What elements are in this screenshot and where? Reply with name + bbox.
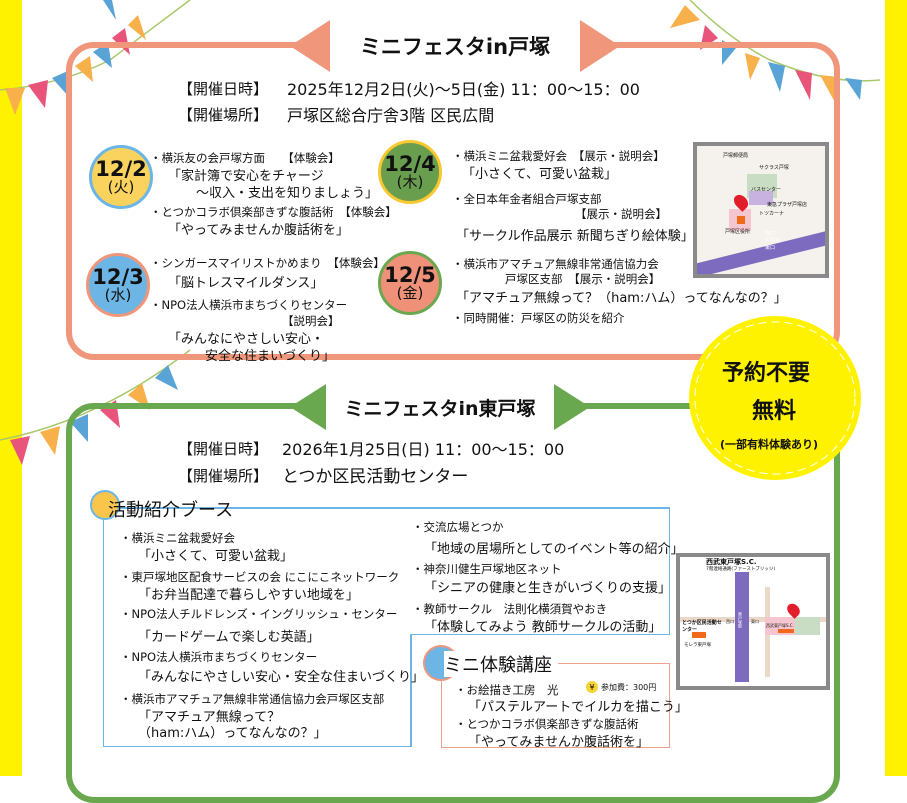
booth-title-text: 「小さくて、可愛い盆栽」: [138, 549, 293, 564]
right-yellow-border: [885, 0, 907, 776]
mini-item: ・お絵描き工房 光: [455, 683, 559, 697]
event-item: ・横浜友の会戸塚方面 【体験会】: [150, 151, 340, 165]
date-badge-12-2: 12/2(火): [89, 145, 153, 209]
map-label: 西口: [726, 619, 734, 624]
free-text: 無料: [752, 399, 797, 424]
date-value: 2025年12月2日(火)～5日(金) 11：00～15：00: [287, 80, 640, 99]
booth-item: ・交流広場とつか: [412, 520, 504, 534]
map-label: 戸塚郵便局: [723, 153, 749, 159]
map-label: 西口: [765, 231, 776, 237]
event-type: 【説明会】: [282, 314, 340, 328]
booth-title-text: 「アマチュア無線って？: [138, 710, 281, 725]
totsuka-map: 戸塚郵便局 サクラス戸塚 バスセンター 東急プラザ戸塚店 トツカーナ 戸塚区役所…: [693, 142, 829, 278]
map-label: 東口: [751, 619, 759, 624]
event-item: ・横浜市アマチュア無線非常通信協力会: [452, 257, 659, 271]
event-item: ・同時開催：戸塚区の防災を紹介: [452, 311, 625, 325]
map-label: 東戸塚駅: [738, 612, 743, 628]
date-value: 2026年1月25日(日) 11：00～15：00: [282, 440, 565, 459]
event-item: ・とつかコラボ倶楽部きずな腹話術 【体験会】: [150, 205, 397, 219]
event-item: 戸塚区支部 【展示・説明会】: [505, 272, 661, 286]
booth-title-text: 「地域の居場所としてのイベント等の紹介」: [424, 542, 684, 557]
event-type: 【展示・説明会】: [575, 207, 667, 221]
event-title: 安全な住まいづくり」: [205, 349, 336, 364]
booth-item: ・NPO法人チルドレンズ・イングリッシュ・センター: [120, 607, 398, 621]
mini-title-text: 「やってみませんか腹話術を」: [468, 735, 649, 750]
higashi-totsuka-map: 西武東戸塚S.C. 7階連絡通路(ファーストブリッジ) とつか区民活動センター …: [676, 553, 830, 690]
event-title: 「脳トレスマイルダンス」: [168, 276, 324, 291]
fee-text: 参加費：300円: [601, 683, 657, 692]
partial-fee-note: (一部有料体験あり): [720, 438, 819, 451]
booth-item: ・神奈川健生戸塚地区ネット: [412, 562, 562, 576]
booth-item: ・東戸塚地区配食サービスの会 にこにこネットワーク: [120, 570, 400, 584]
map-label: 7階連絡通路(ファーストブリッジ): [706, 567, 776, 572]
higashi-title: ミニフェスタin東戸塚: [326, 385, 554, 429]
map-label: 西武東戸塚S.C.: [766, 623, 794, 628]
date-badge-12-5: 12/5(金): [378, 251, 442, 315]
left-yellow-border: [0, 0, 22, 776]
map-label: 東急プラザ戸塚店: [767, 202, 808, 208]
title-arrows: [290, 20, 620, 72]
booth-box-right: [410, 507, 670, 635]
place-label: 【開催場所】: [178, 106, 269, 124]
map-label: サクラス戸塚: [759, 165, 789, 171]
booth-label-dot: [90, 490, 120, 520]
map-label: 戸塚駅: [765, 238, 781, 244]
place-label: 【開催場所】: [178, 467, 269, 485]
event-title: 「サークル作品展示 新聞ちぎり絵体験」: [456, 229, 694, 244]
map-label: バスセンター: [751, 187, 782, 193]
totsuka-title: ミニフェスタin戸塚: [330, 22, 580, 70]
event-title: 「アマチュア無線って？（ham:ハム）ってなんなの？」: [456, 291, 787, 306]
event-item: ・全日本年金者組合戸塚支部: [452, 192, 602, 206]
event-title: 「やってみませんか腹話術を」: [168, 223, 349, 238]
booth-item: ・横浜市アマチュア無線非常通信協力会戸塚区支部: [120, 692, 385, 706]
booth-item: ・NPO法人横浜市まちづくりセンター: [120, 650, 318, 664]
bunting-decoration: [0, 0, 881, 465]
event-item: ・NPO法人横浜市まちづくりセンター: [150, 298, 348, 312]
map-label: 西武東戸塚S.C.: [706, 558, 757, 566]
map-label: トツカーナ: [759, 211, 785, 217]
booth-title: 活動紹介ブース: [108, 500, 234, 521]
mini-title-text: 「パステルアートでイルカを描こう」: [468, 700, 688, 715]
booth-title-text: 「シニアの健康と生きがいづくりの支援」: [424, 581, 672, 596]
date-badge-12-3: 12/3(水): [86, 253, 150, 317]
booth-title-text: 「カードゲームで楽しむ英語」: [138, 630, 320, 645]
map-label: とつか区民活動センター: [682, 620, 722, 633]
booth-item: ・横浜ミニ盆栽愛好会: [120, 531, 235, 545]
date-label: 【開催日時】: [178, 80, 269, 98]
map-label: モレラ東戸塚: [684, 643, 711, 648]
event-title: 「家計簿で安心をチャージ: [168, 169, 324, 184]
no-reservation-text: 予約不要: [722, 361, 811, 386]
yen-icon: ¥: [586, 681, 598, 693]
place-value: とつか区民活動センター: [282, 467, 469, 487]
badge-burst: [689, 316, 861, 480]
map-label: 東口: [765, 245, 776, 251]
date-label: 【開催日時】: [178, 440, 269, 458]
mini-course-title: ミニ体験講座: [444, 651, 558, 677]
booth-title-text: 「お弁当配達で暮らしやすい地域を」: [138, 588, 359, 603]
mini-item: ・とつかコラボ倶楽部きずな腹話術: [455, 717, 639, 731]
booth-title-text: 「体験してみよう 教師サークルの活動」: [424, 620, 662, 635]
event-title: ～収入・支出を知りましょう」: [196, 186, 379, 201]
booth-item: ・教師サークル 法則化横須賀やおき: [412, 602, 608, 616]
title-arrows: [290, 384, 590, 430]
place-value: 戸塚区総合庁舎3階 区民広間: [287, 106, 495, 125]
event-item: ・横浜ミニ盆栽愛好会 【展示・説明会】: [452, 149, 665, 163]
booth-title-text: 「みんなにやさしい安心・安全な住まいづくり」: [138, 670, 425, 685]
map-label: 戸塚区役所: [725, 229, 751, 235]
booth-title-text: （ham:ハム）ってなんなの？」: [138, 726, 327, 741]
event-title: 「小さくて、可愛い盆栽」: [462, 167, 617, 182]
event-item: ・シンガースマイリストかめまり 【体験会】: [150, 256, 385, 270]
date-badge-12-4: 12/4(木): [378, 140, 442, 204]
event-title: 「みんなにやさしい安心・: [168, 332, 325, 347]
